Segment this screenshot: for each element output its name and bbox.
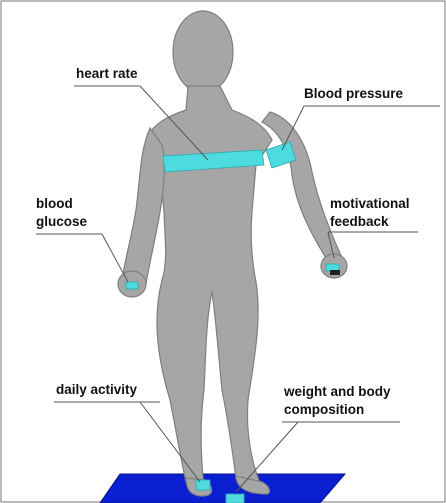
blood-glucose-label-line2: glucose: [36, 214, 87, 230]
body-silhouette: [118, 11, 347, 496]
scale-sensor-left: [196, 480, 210, 490]
heart-rate-label: heart rate: [76, 66, 138, 82]
motivational-feedback-label-line1: motivational: [330, 196, 410, 212]
weight-composition-label-line2: composition: [284, 402, 364, 418]
scale-sensor-center: [226, 494, 244, 503]
feedback-wrist-device: [326, 264, 339, 271]
blood-glucose-leader: [102, 234, 128, 282]
weight-composition-label-line1: weight and body: [284, 384, 391, 400]
feedback-device-strap: [330, 270, 340, 275]
motivational-feedback-label-line2: feedback: [330, 214, 389, 230]
glucose-wrist-sensor: [126, 282, 138, 289]
right-arm: [262, 112, 344, 262]
daily-activity-label: daily activity: [56, 382, 137, 398]
weight-scale-platform: [100, 474, 345, 503]
blood-glucose-label-line1: blood: [36, 196, 73, 212]
torso-and-legs: [146, 86, 272, 488]
head: [173, 11, 233, 93]
blood-pressure-label: Blood pressure: [304, 86, 403, 102]
left-arm: [122, 128, 164, 284]
